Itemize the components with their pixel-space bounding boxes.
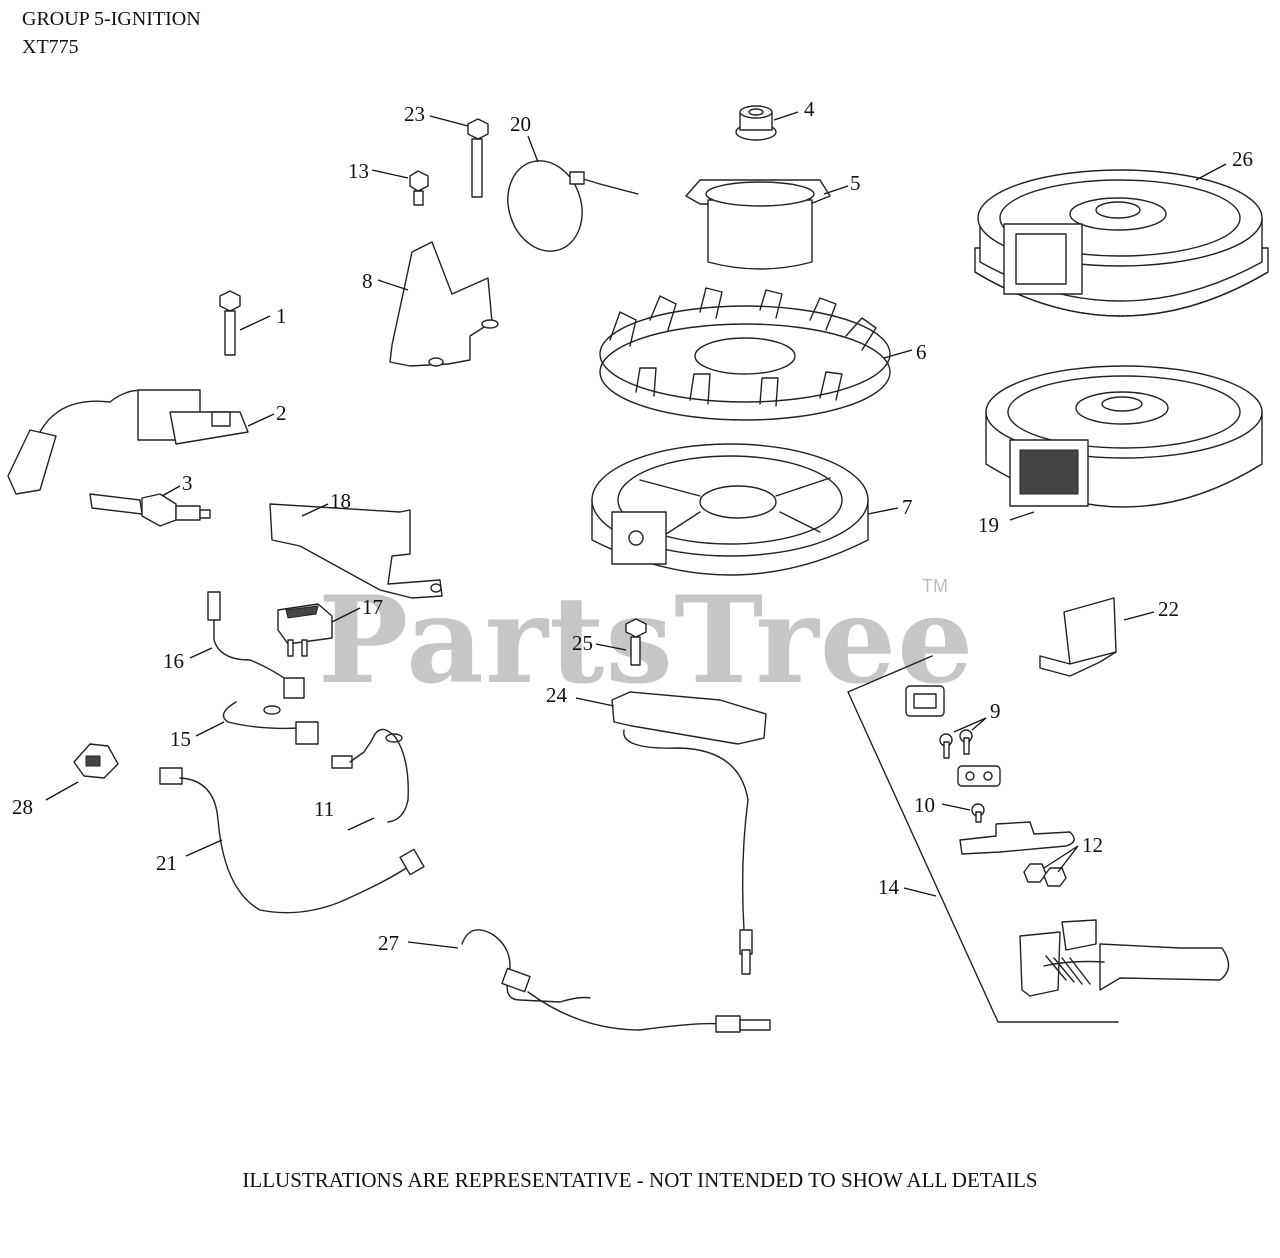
callout-3: 3 xyxy=(182,471,193,495)
part-6-fan[interactable] xyxy=(599,287,891,421)
part-22-bracket[interactable] xyxy=(1039,597,1117,677)
group-title: GROUP 5-IGNITION xyxy=(22,8,201,30)
callout-9: 9 xyxy=(990,699,1001,723)
callout-15: 15 xyxy=(170,727,191,751)
part-28-clip[interactable] xyxy=(73,743,119,779)
callout-19: 19 xyxy=(978,513,999,537)
callout-7: 7 xyxy=(902,495,913,519)
part-20-cable-tie[interactable] xyxy=(497,151,639,261)
callout-12: 12 xyxy=(1082,833,1103,857)
callout-10: 10 xyxy=(914,793,935,817)
part-24-module[interactable] xyxy=(611,691,767,975)
callout-20: 20 xyxy=(510,112,531,136)
part-15-harness[interactable] xyxy=(222,701,319,745)
disclaimer: ILLUSTRATIONS ARE REPRESENTATIVE - NOT I… xyxy=(242,1168,1038,1192)
part-2-ignition-coil[interactable] xyxy=(7,389,249,495)
callout-25: 25 xyxy=(572,631,593,655)
part-27-lead[interactable] xyxy=(461,929,771,1033)
callout-4: 4 xyxy=(804,97,815,121)
callout-16: 16 xyxy=(163,649,184,673)
part-11-lead[interactable] xyxy=(331,728,409,823)
callout-21: 21 xyxy=(156,851,177,875)
part-26-flywheel-ring-gear[interactable] xyxy=(974,169,1269,317)
callout-14: 14 xyxy=(878,875,899,899)
part-23-bolt[interactable] xyxy=(467,118,489,198)
callout-5: 5 xyxy=(850,171,861,195)
part-14-governor-parts[interactable] xyxy=(905,685,1230,997)
callout-22: 22 xyxy=(1158,597,1179,621)
callout-26: 26 xyxy=(1232,147,1253,171)
callout-13: 13 xyxy=(348,159,369,183)
callout-1: 1 xyxy=(276,304,287,328)
leader-lines xyxy=(45,111,1227,949)
part-3-spark-plug[interactable] xyxy=(89,493,211,527)
callout-28: 28 xyxy=(12,795,33,819)
callout-2: 2 xyxy=(276,401,287,425)
part-19-flywheel[interactable] xyxy=(985,365,1263,508)
watermark-tm: TM xyxy=(922,576,948,596)
part-13-bolt[interactable] xyxy=(409,170,429,206)
part-21-lead[interactable] xyxy=(159,767,425,914)
part-25-bolt[interactable] xyxy=(625,618,647,666)
part-16-harness[interactable] xyxy=(207,591,305,699)
part-4-nut[interactable] xyxy=(735,105,777,141)
callout-17: 17 xyxy=(362,595,383,619)
part-18-shield[interactable] xyxy=(269,503,443,599)
part-1-bolt[interactable] xyxy=(219,290,241,356)
part-8-bracket[interactable] xyxy=(389,241,499,367)
callout-27: 27 xyxy=(378,931,399,955)
callout-24: 24 xyxy=(546,683,567,707)
callout-11: 11 xyxy=(314,797,335,821)
callout-6: 6 xyxy=(916,340,927,364)
part-5-cup[interactable] xyxy=(685,179,831,270)
part-7-flywheel[interactable] xyxy=(591,443,869,576)
part-17-switch[interactable] xyxy=(277,603,333,657)
callout-8: 8 xyxy=(362,269,373,293)
model-number: XT775 xyxy=(22,36,79,58)
callout-23: 23 xyxy=(404,102,425,126)
callout-18: 18 xyxy=(330,489,351,513)
group-14-outline xyxy=(847,655,1119,1023)
